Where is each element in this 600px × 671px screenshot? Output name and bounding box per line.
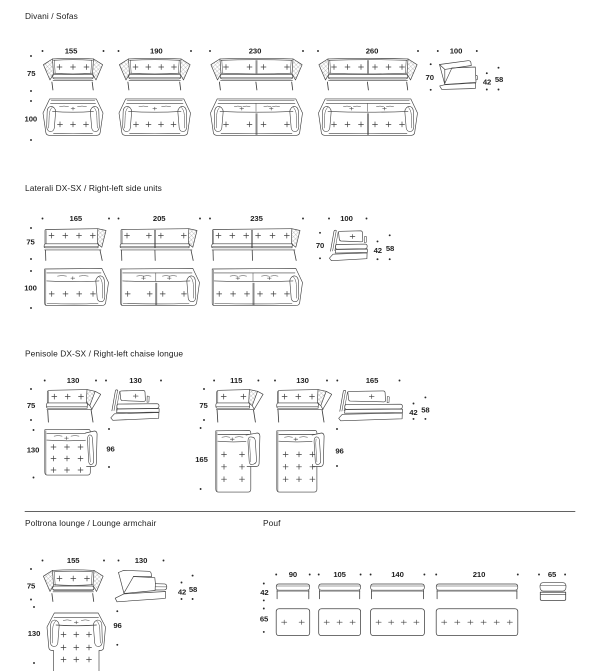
svg-text:165: 165 [70, 214, 83, 223]
svg-text:75: 75 [27, 582, 36, 591]
svg-text:100: 100 [340, 214, 353, 223]
svg-text:65: 65 [260, 615, 269, 624]
svg-text:58: 58 [386, 244, 395, 253]
svg-text:100: 100 [450, 47, 463, 56]
svg-text:130: 130 [27, 446, 40, 455]
svg-text:130: 130 [28, 629, 41, 638]
svg-text:Laterali DX-SX / Right-left si: Laterali DX-SX / Right-left side units [25, 183, 162, 193]
svg-text:140: 140 [391, 570, 404, 579]
svg-text:75: 75 [199, 401, 208, 410]
svg-text:165: 165 [195, 455, 208, 464]
svg-text:75: 75 [27, 69, 36, 78]
svg-text:Divani / Sofas: Divani / Sofas [25, 11, 78, 21]
svg-text:Poltrona lounge / Lounge armch: Poltrona lounge / Lounge armchair [25, 518, 156, 528]
svg-text:165: 165 [366, 376, 379, 385]
svg-text:205: 205 [153, 214, 166, 223]
svg-text:115: 115 [230, 376, 243, 385]
svg-text:260: 260 [366, 47, 379, 56]
svg-text:155: 155 [65, 47, 78, 56]
svg-text:90: 90 [289, 570, 297, 579]
svg-text:130: 130 [296, 376, 309, 385]
svg-text:230: 230 [249, 47, 262, 56]
svg-text:130: 130 [67, 376, 80, 385]
svg-text:58: 58 [421, 405, 430, 414]
svg-text:190: 190 [150, 47, 163, 56]
svg-text:65: 65 [548, 570, 557, 579]
svg-text:42: 42 [178, 588, 186, 597]
svg-text:130: 130 [129, 376, 142, 385]
svg-text:100: 100 [24, 284, 37, 293]
svg-text:96: 96 [335, 447, 343, 456]
svg-text:75: 75 [26, 238, 35, 247]
svg-text:96: 96 [106, 445, 114, 454]
svg-text:155: 155 [67, 556, 80, 565]
svg-text:42: 42 [260, 588, 268, 597]
svg-text:42: 42 [409, 408, 417, 417]
svg-text:130: 130 [135, 556, 148, 565]
svg-text:Pouf: Pouf [263, 518, 281, 528]
svg-text:100: 100 [25, 115, 38, 124]
svg-text:210: 210 [473, 570, 486, 579]
svg-text:75: 75 [27, 401, 36, 410]
svg-text:42: 42 [483, 78, 491, 87]
svg-text:58: 58 [189, 585, 198, 594]
svg-text:42: 42 [374, 246, 382, 255]
svg-text:Penisole DX-SX / Right-left ch: Penisole DX-SX / Right-left chaise longu… [25, 349, 183, 359]
svg-text:96: 96 [113, 621, 121, 630]
svg-text:58: 58 [495, 75, 504, 84]
svg-text:70: 70 [316, 241, 324, 250]
svg-text:105: 105 [333, 570, 346, 579]
svg-text:70: 70 [426, 73, 434, 82]
svg-text:235: 235 [250, 214, 263, 223]
